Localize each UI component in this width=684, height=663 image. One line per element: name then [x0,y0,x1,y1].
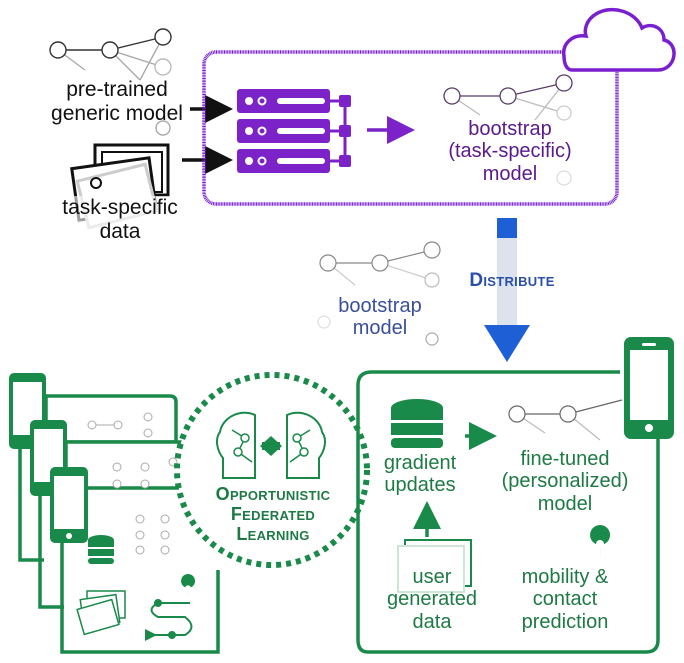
finetuned-model-label: fine-tuned (personalized) model [501,448,629,515]
database-icon [88,535,114,564]
finetuned-network-icon [508,399,623,441]
smartphone-icon [9,373,88,543]
distribute-label: Distribute [469,270,555,291]
bootstrap-model-network-icon [317,241,441,346]
device-box [356,370,660,654]
images-icon [397,539,472,593]
location-pin-icon [590,525,611,560]
brain-exchange-icon [215,411,327,479]
location-pin-icon [181,574,196,598]
cloud-icon [562,7,676,72]
bootstrap-network-icon [443,74,573,186]
images-icon [76,590,126,636]
pretrained-model-label: pre-trained generic model [51,78,183,125]
gradient-updates-label: gradient updates [383,452,457,497]
task-data-label: task-specific data [50,196,190,244]
database-icon [391,399,443,448]
mini-network-icons [87,412,178,555]
distribute-arrow-icon [484,218,530,362]
route-icon [145,599,193,641]
smartphone-icon [624,337,674,439]
bootstrap-task-model-label: bootstrap (task-specific) model [448,118,572,185]
device-stack [18,394,220,654]
cloud-box [202,50,619,206]
server-rack-icon [237,89,351,173]
pretrained-network-icon [49,28,172,136]
bootstrap-model-label: bootstrap model [338,295,422,340]
user-data-label: user generated data [386,566,478,633]
prediction-label: mobility & contact prediction [521,566,609,633]
images-icon [70,143,170,230]
federated-learning-label: Opportunistic Federated Learning [215,484,331,545]
